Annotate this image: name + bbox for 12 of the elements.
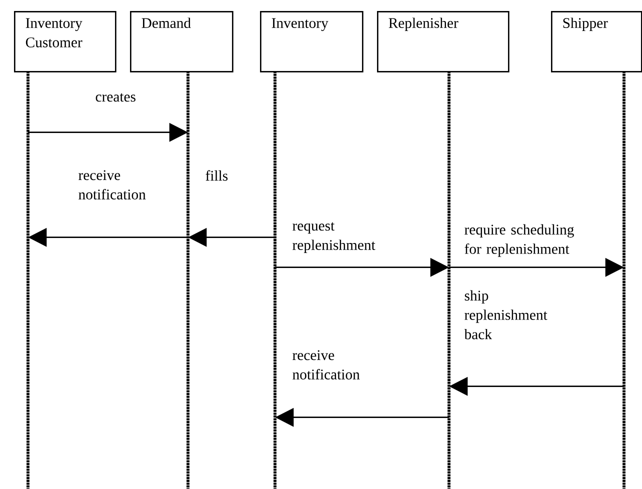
lifeline-header-box: Shipper	[551, 11, 642, 72]
lifeline-header-box: Inventory	[260, 11, 364, 72]
edge-label: fills	[206, 170, 228, 181]
lifeline-header-box: Inventory Customer	[14, 11, 116, 72]
edge-label: request replenishment	[292, 222, 376, 253]
edge-label: ship replenishment back	[464, 290, 548, 340]
edge-label: creates	[96, 93, 136, 102]
lifeline-header-box: Demand	[130, 11, 234, 72]
edge-label: receive notification	[78, 170, 146, 200]
lifeline-header-box: Replenisher	[377, 11, 510, 72]
edge-label: receive notification	[292, 350, 360, 380]
edge-label: require scheduling for replenishment	[464, 224, 574, 257]
